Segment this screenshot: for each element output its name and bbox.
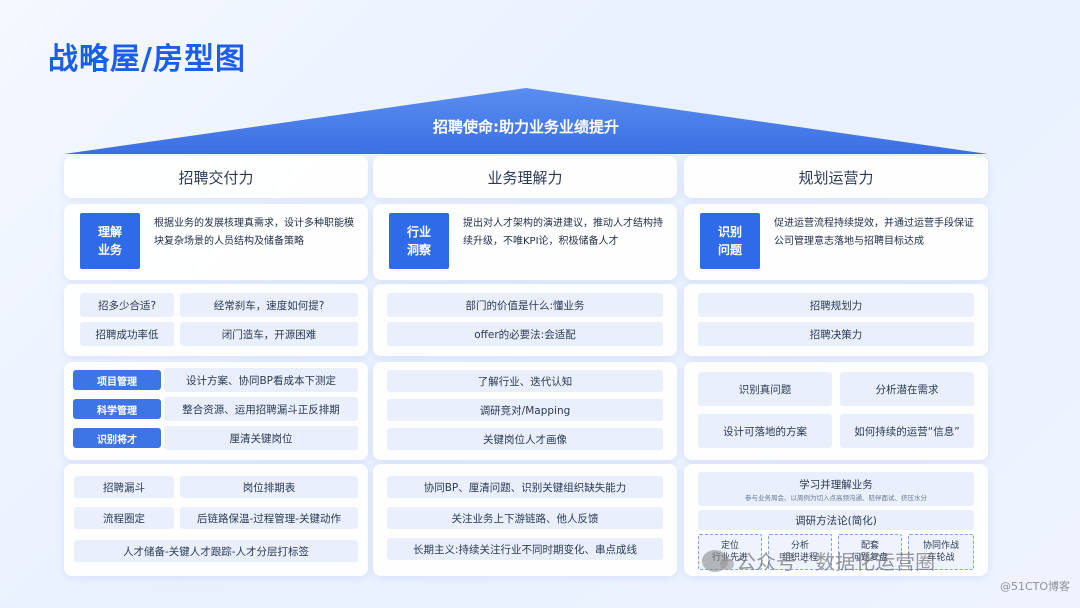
column-header: 招聘交付力 bbox=[64, 156, 368, 198]
description-badge: 行业 洞察 bbox=[389, 213, 449, 269]
question-item: 部门的价值是什么:懂业务 bbox=[387, 293, 663, 317]
wechat-icon bbox=[702, 549, 734, 572]
method-item: 了解行业、迭代认知 bbox=[387, 370, 663, 392]
watermark-text: 公众号 · 数据化运营圈 bbox=[736, 550, 936, 574]
tool-item: 后链路保温-过程管理-关键动作 bbox=[180, 507, 358, 529]
description-badge: 理解 业务 bbox=[80, 213, 140, 269]
question-card: 部门的价值是什么:懂业务 offer的必要法:会适配 bbox=[373, 284, 677, 356]
question-item: 经常刹车，速度如何提? bbox=[180, 293, 358, 317]
method-card: 了解行业、迭代认知 调研竞对/Mapping 关键岗位人才画像 bbox=[373, 362, 677, 460]
tool-card: 学习并理解业务 参与业务周会、以周例为切入点高频沟通、赔伴面试、挤压水分 调研方… bbox=[684, 464, 988, 576]
column-header: 业务理解力 bbox=[373, 156, 677, 198]
tool-card: 招聘漏斗 岗位排期表 流程圈定 后链路保温-过程管理-关键动作 人才储备-关键人… bbox=[64, 464, 368, 576]
learn-business-item bbox=[698, 472, 974, 506]
step-coordination: 协同作战 车轮战 bbox=[908, 534, 974, 570]
method-card: 项目管理 设计方案、协同BP看成本下测定 科学管理 整合资源、运用招聘漏斗正反排… bbox=[64, 362, 368, 460]
description-text: 促进运营流程持续提效，并通过运营手段保证公司管理意志落地与招聘目标达成 bbox=[774, 218, 974, 247]
question-card: 招多少合适? 经常刹车，速度如何提? 招聘成功率低 闭门造车，开源困难 bbox=[64, 284, 368, 356]
tool-item: 人才储备-关键人才跟踪-人才分层打标签 bbox=[74, 540, 358, 562]
method-card: 识别真问题 分析潜在需求 设计可落地的方案 如何持续的运营“信息” bbox=[684, 362, 988, 460]
description-text: 提出对人才架构的演进建议，推动人才结构持续升级，不唯KPI论，积极储备人才 bbox=[463, 218, 663, 247]
question-item: 招多少合适? bbox=[80, 293, 174, 317]
learn-business-label: 学习并理解业务 bbox=[799, 479, 873, 491]
method-item: 如何持续的运营“信息” bbox=[840, 414, 974, 448]
method-item: 关键岗位人才画像 bbox=[387, 428, 663, 450]
method-item: 分析潜在需求 bbox=[840, 372, 974, 406]
question-item: 闭门造车，开源困难 bbox=[180, 322, 358, 346]
tool-item: 协同BP、厘清问题、识别关键组织缺失能力 bbox=[387, 476, 663, 498]
tool-item: 招聘漏斗 bbox=[74, 476, 174, 498]
tool-item: 流程圈定 bbox=[74, 507, 174, 529]
description-badge: 识别 问题 bbox=[700, 213, 760, 269]
method-item: 设计可落地的方案 bbox=[698, 414, 832, 448]
question-item: 招聘规划力 bbox=[698, 293, 974, 317]
tool-item: 长期主义:持续关注行业不同时期变化、串点成线 bbox=[387, 538, 663, 560]
question-item: offer的必要法:会适配 bbox=[387, 322, 663, 346]
step-matching: 配套 问题复盘 bbox=[838, 534, 902, 570]
method-item: 识别真问题 bbox=[698, 372, 832, 406]
page-title: 战略屋/房型图 bbox=[48, 42, 246, 77]
column-header: 规划运营力 bbox=[684, 156, 988, 198]
method-item: 设计方案、协同BP看成本下测定 bbox=[164, 368, 358, 392]
question-card: 招聘规划力 招聘决策力 bbox=[684, 284, 988, 356]
description-card: 行业 洞察 提出对人才架构的演进建议，推动人才结构持续升级，不唯KPI论，积极储… bbox=[373, 204, 677, 280]
step-analysis: 分析 组织进程 bbox=[768, 534, 832, 570]
tool-card: 协同BP、厘清问题、识别关键组织缺失能力 关注业务上下游链路、他人反馈 长期主义… bbox=[373, 464, 677, 576]
tool-item: 关注业务上下游链路、他人反馈 bbox=[387, 507, 663, 529]
method-item: 厘清关键岗位 bbox=[164, 426, 358, 450]
site-watermark: @51CTO博客 bbox=[1000, 580, 1071, 593]
method-item: 调研竞对/Mapping bbox=[387, 399, 663, 421]
question-item: 招聘决策力 bbox=[698, 322, 974, 346]
tag-project-management: 项目管理 bbox=[73, 370, 161, 390]
roof-triangle bbox=[64, 88, 988, 154]
description-text: 根据业务的发展核理真需求，设计多种职能模块复杂场景的人员结构及储备策略 bbox=[154, 218, 354, 247]
description-card: 理解 业务 根据业务的发展核理真需求，设计多种职能模块复杂场景的人员结构及储备策… bbox=[64, 204, 368, 280]
method-item: 整合资源、运用招聘漏斗正反排期 bbox=[164, 397, 358, 421]
question-item: 招聘成功率低 bbox=[80, 322, 174, 346]
description-card: 识别 问题 促进运营流程持续提效，并通过运营手段保证公司管理意志落地与招聘目标达… bbox=[684, 204, 988, 280]
tag-science-management: 科学管理 bbox=[73, 399, 161, 419]
watermark: 公众号 · 数据化运营圈 bbox=[702, 546, 935, 575]
learn-business-note: 参与业务周会、以周例为切入点高频沟通、赔伴面试、挤压水分 bbox=[745, 494, 927, 502]
tool-item: 岗位排期表 bbox=[180, 476, 358, 498]
tag-identify-talent: 识别将才 bbox=[73, 428, 161, 448]
research-method-item: 调研方法论(简化) bbox=[698, 510, 974, 530]
roof-mission-label: 招聘使命:助力业务业绩提升 bbox=[433, 118, 619, 136]
